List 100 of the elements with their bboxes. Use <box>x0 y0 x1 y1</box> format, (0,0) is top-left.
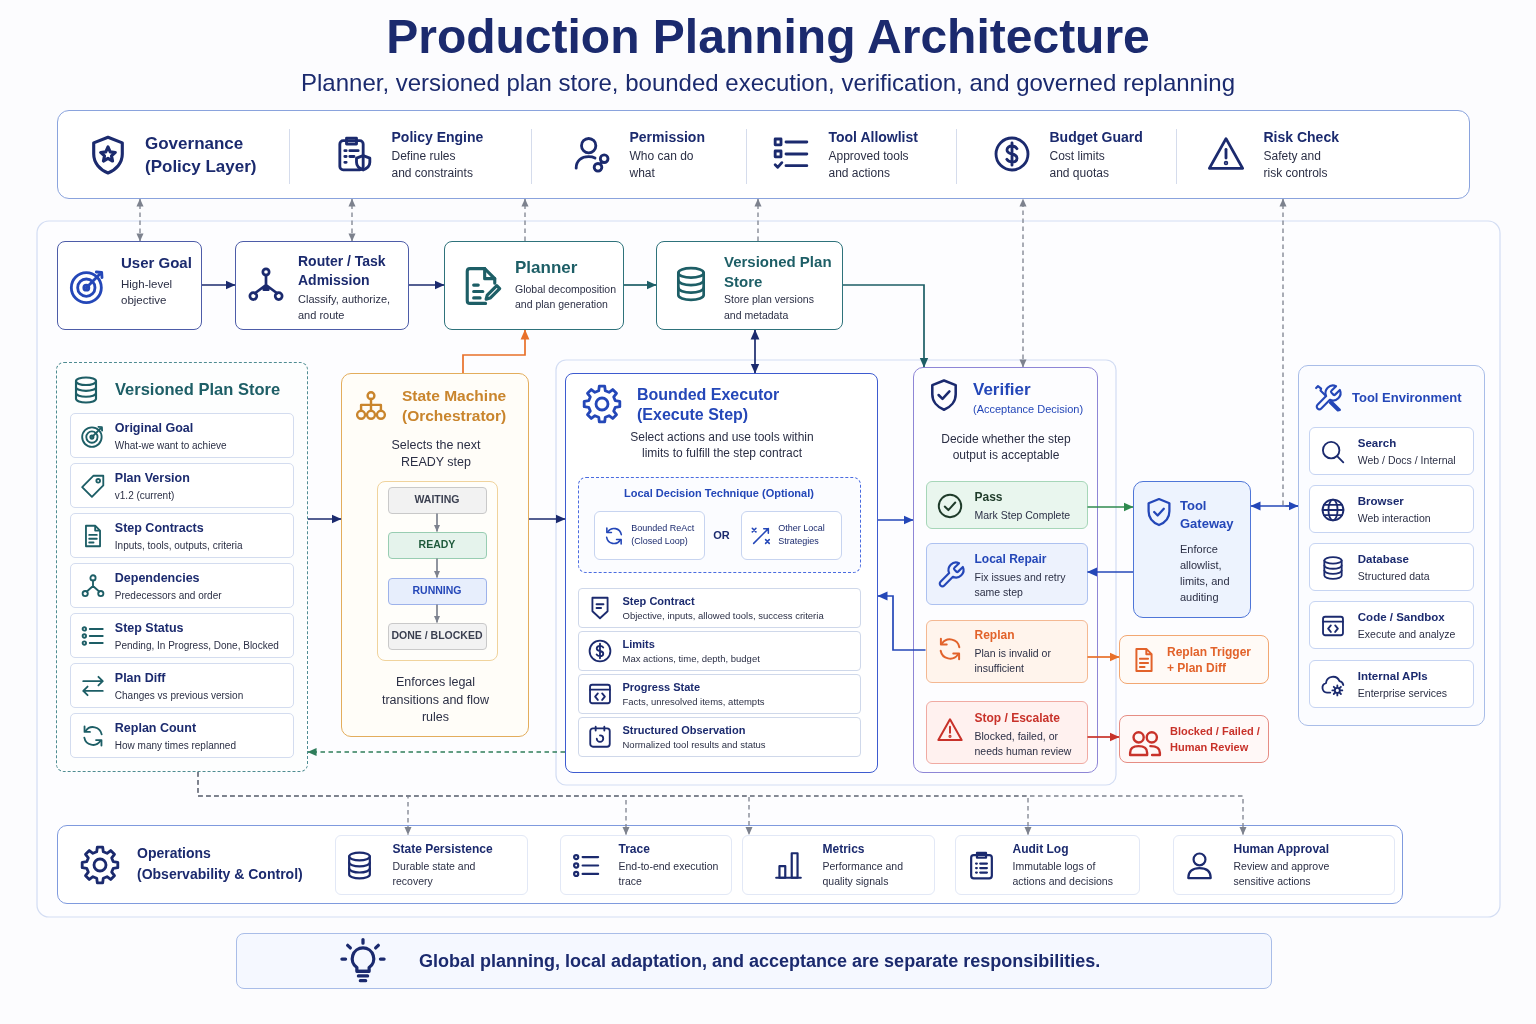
panel-description: Selects the next READY step <box>390 437 482 471</box>
card-description: Who can do what <box>629 147 695 182</box>
option-label: Other Local Strategies <box>778 522 826 549</box>
tool-card <box>1308 484 1474 533</box>
state-box <box>387 577 487 605</box>
card-description: Changes vs previous version <box>114 688 244 702</box>
field-card <box>69 562 294 608</box>
card-title: Browser <box>1357 493 1404 509</box>
governance-panel <box>57 110 1470 199</box>
card-title: Plan Diff <box>114 669 166 687</box>
card-description: Performance and quality signals <box>822 858 905 890</box>
arrow <box>877 515 914 525</box>
tool-card <box>1308 600 1474 649</box>
group-heading: Local Decision Technique (Optional) <box>624 485 814 500</box>
arrow <box>1086 732 1120 742</box>
card-title: Replan Count <box>114 719 197 737</box>
field-card <box>69 662 294 708</box>
card-title: Progress State <box>622 679 701 694</box>
outcome-card <box>925 480 1088 529</box>
arrow <box>433 603 441 624</box>
card-title: Step Contracts <box>114 519 204 537</box>
operation-card <box>1172 834 1395 895</box>
state-label: READY <box>418 538 456 552</box>
field-card <box>69 412 294 458</box>
card-description: Normalized tool results and status <box>622 738 766 751</box>
banner-text: Global planning, local adaptation, and acceptance are separate responsibilities. <box>419 950 1101 973</box>
card-title: Structured Observation <box>622 722 746 737</box>
card-description: Facts, unresolved items, attempts <box>622 695 765 708</box>
arrow <box>623 280 657 290</box>
card-description: Objective, inputs, allowed tools, success criteria <box>622 609 824 622</box>
principle-banner <box>236 933 1272 989</box>
card-description: High-level objective <box>121 277 174 309</box>
card-title: Step Status <box>114 619 184 637</box>
state-box <box>387 622 487 650</box>
panel-heading: Governance (Policy Layer) <box>145 133 258 178</box>
or-separator: OR <box>713 527 730 542</box>
operation-card <box>559 834 732 895</box>
card-title: Metrics <box>822 841 865 858</box>
card-title: Pass <box>974 489 1003 506</box>
field-card <box>69 512 294 558</box>
field-card <box>577 630 861 671</box>
card-description: Pending, In Progress, Done, Blocked <box>114 638 279 652</box>
double-arrow <box>136 198 144 242</box>
process-box <box>444 241 624 330</box>
arrow <box>1086 567 1134 577</box>
card-title: Human Approval <box>1233 841 1330 858</box>
card-title: Tool Gateway <box>1180 497 1235 533</box>
card-description: Store plan versions and metadata <box>724 292 815 323</box>
field-card <box>69 712 294 758</box>
card-description: Global decomposition and plan generation <box>515 282 617 313</box>
arrow <box>877 591 927 651</box>
card-title: Local Repair <box>974 551 1047 568</box>
card-title: Plan Version <box>114 469 190 487</box>
card-title: State Persistence <box>392 841 493 858</box>
double-arrow <box>750 329 760 374</box>
card-description: Cost limits and quotas <box>1049 147 1110 182</box>
orchestrator-panel <box>341 373 529 737</box>
card-title: Limits <box>622 636 655 651</box>
outcome-card <box>925 619 1088 683</box>
technique-group <box>577 476 861 573</box>
executor-panel <box>565 373 878 773</box>
card-description: Durable state and recovery <box>392 858 477 890</box>
store-panel <box>56 362 308 772</box>
panel-heading: Verifier <box>973 379 1031 401</box>
trigger-box <box>1119 635 1269 684</box>
panel-subheading: (Acceptance Decision) <box>973 402 1084 417</box>
card-description: Define rules and constraints <box>391 147 474 182</box>
operations-panel <box>57 825 1403 904</box>
panel-description: Decide whether the step output is acceptable <box>940 431 1072 464</box>
panel-heading: Operations (Observability & Control) <box>137 844 304 884</box>
outcome-card <box>925 700 1088 764</box>
card-description: Safety and risk controls <box>1263 147 1329 182</box>
option-card <box>594 511 706 561</box>
operation-card <box>741 834 935 895</box>
card-description: Inputs, tools, outputs, criteria <box>114 538 243 552</box>
card-description: Plan is invalid or insufficient <box>974 645 1052 677</box>
diagram-title: Production Planning Architecture <box>386 9 1150 65</box>
process-box <box>656 241 843 330</box>
card-title: Stop / Escalate <box>974 710 1060 727</box>
arrow <box>408 280 445 290</box>
card-description: Classify, authorize, and route <box>298 292 392 323</box>
state-box <box>387 531 487 559</box>
card-description: Review and approve sensitive actions <box>1233 858 1331 890</box>
panel-heading: State Machine (Orchestrator) <box>402 386 508 427</box>
double-arrow <box>1019 198 1027 368</box>
arrow <box>462 329 530 374</box>
subtitle: Planner, versioned plan store, bounded execution, verification, and governed replanning <box>301 68 1235 98</box>
card-description: v1.2 (current) <box>114 488 175 502</box>
card-title: Tool Allowlist <box>828 127 918 146</box>
card-description: Structured data <box>1357 569 1430 584</box>
tool-panel <box>1298 365 1485 726</box>
panel-heading: Bounded Executor (Execute Step) <box>637 385 781 425</box>
option-card <box>741 511 843 561</box>
card-description: Immutable logs of actions and decisions <box>1012 858 1114 890</box>
arrow <box>528 514 566 524</box>
state-label: WAITING <box>414 493 460 507</box>
card-description: Approved tools and actions <box>828 147 910 182</box>
card-description: Execute and analyze <box>1357 627 1456 642</box>
card-title: Search <box>1357 435 1397 451</box>
card-description: Mark Step Complete <box>974 507 1071 523</box>
